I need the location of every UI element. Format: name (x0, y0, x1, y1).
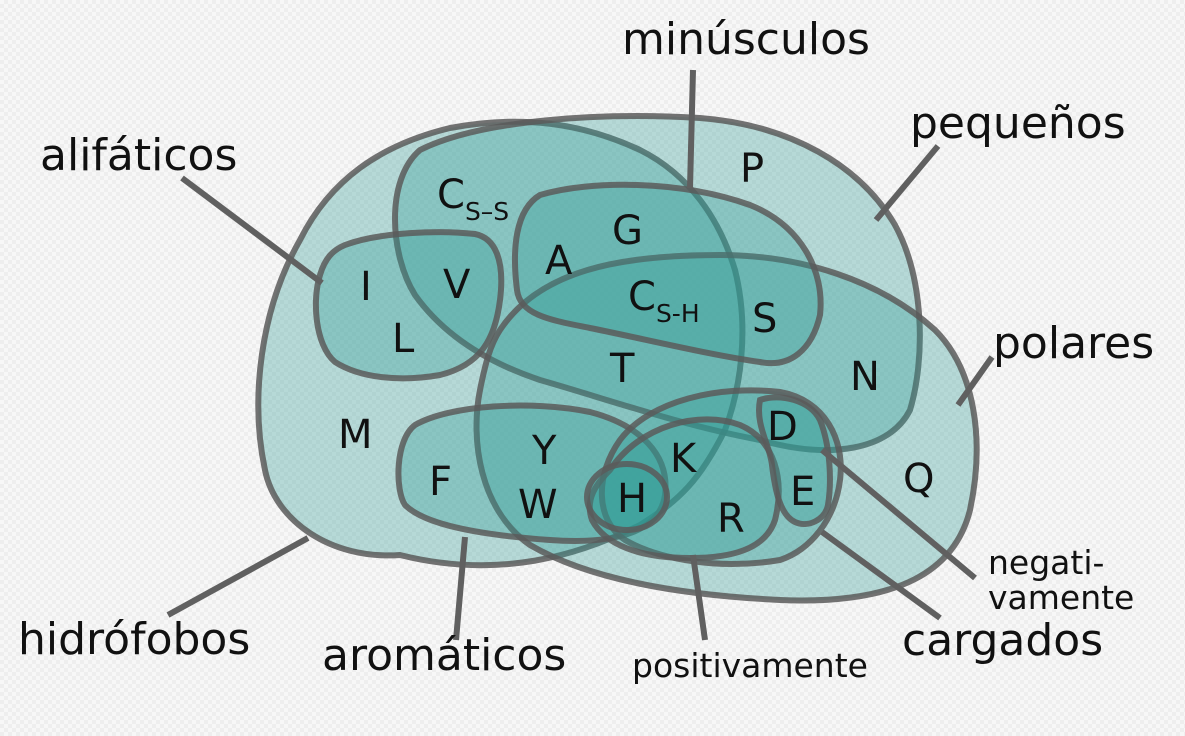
label-aromaticos: aromáticos (322, 630, 566, 681)
aa-p: P (740, 146, 764, 192)
aa-a: A (545, 238, 573, 284)
aa-g: G (612, 208, 643, 254)
label-polares: polares (993, 318, 1154, 369)
aa-e: E (790, 469, 815, 515)
label-cargados: cargados (902, 615, 1103, 666)
leader-positivamente (690, 554, 708, 641)
aa-q: Q (903, 456, 934, 502)
aa-c-ss-subscript: S–S (465, 197, 509, 226)
leader-cargados (820, 529, 942, 621)
aa-m: M (338, 412, 373, 458)
label-negativamente-line2: vamente (988, 578, 1134, 617)
aa-h: H (617, 476, 647, 522)
aa-y: Y (531, 428, 557, 474)
aa-n: N (850, 354, 880, 400)
aa-c-sh-letter: C (628, 274, 656, 320)
aa-i: I (360, 264, 372, 310)
aa-t: T (609, 346, 635, 392)
label-minusculos: minúsculos (622, 14, 870, 65)
aa-v: V (443, 262, 471, 308)
leader-negativamente (820, 447, 977, 581)
region-charged (598, 387, 844, 567)
region-aliphatic (312, 229, 505, 382)
label-pequenos: pequeños (910, 98, 1126, 149)
aa-c-ss: CS–S (437, 172, 509, 226)
label-hidrofobos: hidrófobos (18, 614, 250, 665)
region-small (392, 113, 923, 453)
leader-hidrofobos (166, 535, 310, 618)
label-positivamente: positivamente (632, 646, 868, 685)
aa-r: R (717, 496, 745, 542)
aa-l: L (392, 316, 415, 362)
leader-minusculos (687, 69, 696, 189)
aa-s: S (752, 296, 777, 342)
aa-d: D (767, 404, 798, 450)
aa-c-sh-subscript: S-H (656, 299, 700, 328)
aa-c-ss-letter: C (437, 172, 465, 218)
label-alifaticos: alifáticos (40, 130, 237, 181)
leader-aromaticos (453, 536, 468, 641)
aa-w: W (518, 482, 558, 528)
leader-pequenos (873, 144, 941, 222)
leader-alifaticos (180, 175, 324, 286)
aa-f: F (429, 459, 452, 505)
region-positive (586, 416, 782, 562)
region-negative (756, 394, 833, 527)
aa-c-sh: CS-H (628, 274, 700, 328)
aa-k: K (670, 436, 698, 482)
region-histidine (584, 461, 670, 533)
label-negativamente-line1: negati- (988, 543, 1104, 582)
region-tiny (511, 181, 824, 367)
leader-polares (955, 355, 995, 407)
